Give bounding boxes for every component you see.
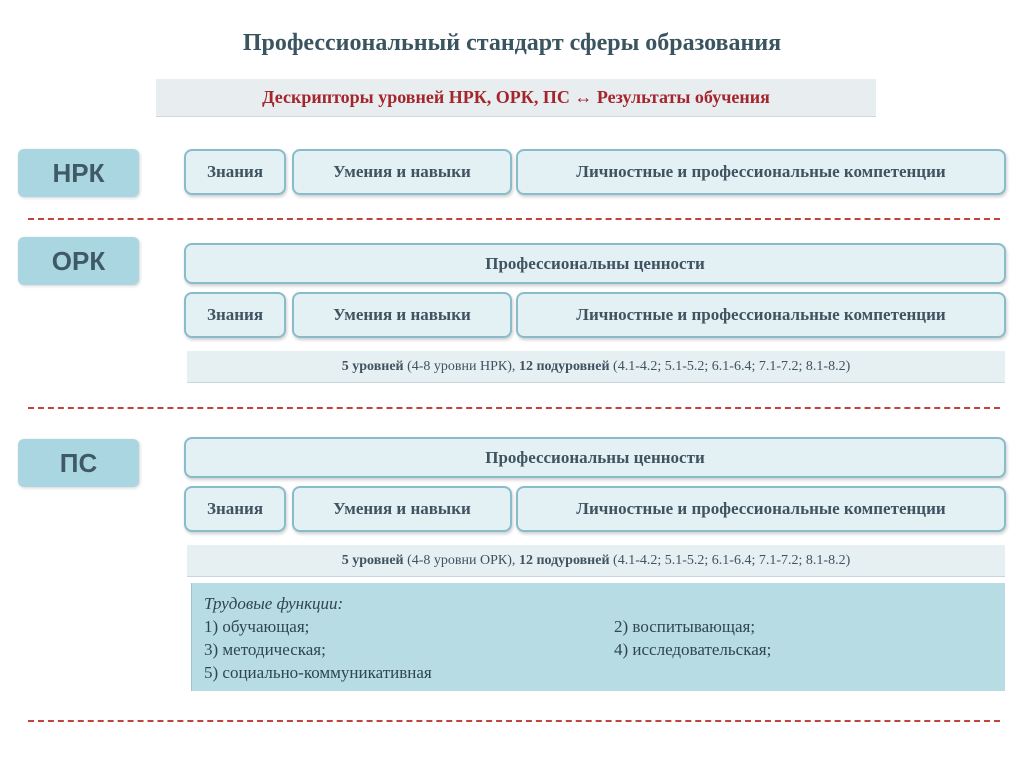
level-ps: ПС bbox=[18, 439, 139, 487]
nrk-skills-box: Умения и навыки bbox=[292, 149, 512, 195]
ork-sublevels-list: (4.1-4.2; 5.1-5.2; 6.1-6.4; 7.1-7.2; 8.1… bbox=[609, 359, 851, 374]
ps-knowledge-box: Знания bbox=[184, 486, 286, 532]
ps-values-box: Профессиональны ценности bbox=[184, 437, 1006, 478]
function-item: 2) воспитывающая; bbox=[614, 617, 756, 636]
function-item: 3) методическая; bbox=[204, 640, 326, 659]
labor-functions-heading: Трудовые функции: bbox=[204, 594, 344, 613]
ork-values-box: Профессиональны ценности bbox=[184, 243, 1006, 284]
function-item: 4) исследовательская; bbox=[614, 640, 772, 659]
section-divider bbox=[28, 218, 1000, 220]
ork-competencies-box: Личностные и профессиональные компетенци… bbox=[516, 292, 1006, 338]
ps-levels-note: 5 уровней (4-8 уровни ОРК), 12 подуровне… bbox=[187, 545, 1005, 577]
nrk-knowledge-box: Знания bbox=[184, 149, 286, 195]
ork-sublevels-count: 12 подуровней bbox=[518, 359, 610, 374]
ork-levels-range: (4-8 уровни НРК), bbox=[403, 359, 519, 374]
section-divider bbox=[28, 720, 1000, 722]
subtitle-banner: Дескрипторы уровней НРК, ОРК, ПС ↔ Резул… bbox=[156, 79, 876, 117]
ork-knowledge-box: Знания bbox=[184, 292, 286, 338]
function-item: 1) обучающая; bbox=[204, 617, 310, 636]
section-divider bbox=[28, 407, 1000, 409]
labor-functions-panel: Трудовые функции: 1) обучающая; 2) воспи… bbox=[191, 583, 1005, 691]
ps-sublevels-count: 12 подуровней bbox=[518, 553, 610, 568]
ork-levels-note: 5 уровней (4-8 уровни НРК), 12 подуровне… bbox=[187, 351, 1005, 383]
level-ork: ОРК bbox=[18, 237, 139, 285]
ork-levels-count: 5 уровней bbox=[341, 359, 404, 374]
level-nrk: НРК bbox=[18, 149, 139, 197]
ps-competencies-box: Личностные и профессиональные компетенци… bbox=[516, 486, 1006, 532]
nrk-competencies-box: Личностные и профессиональные компетенци… bbox=[516, 149, 1006, 195]
ps-levels-count: 5 уровней bbox=[341, 553, 404, 568]
ps-skills-box: Умения и навыки bbox=[292, 486, 512, 532]
page-title: Профессиональный стандарт сферы образова… bbox=[242, 30, 782, 56]
function-item: 5) социально-коммуникативная bbox=[204, 663, 432, 682]
ps-levels-range: (4-8 уровни ОРК), bbox=[403, 553, 519, 568]
ork-skills-box: Умения и навыки bbox=[292, 292, 512, 338]
ps-sublevels-list: (4.1-4.2; 5.1-5.2; 6.1-6.4; 7.1-7.2; 8.1… bbox=[609, 553, 851, 568]
